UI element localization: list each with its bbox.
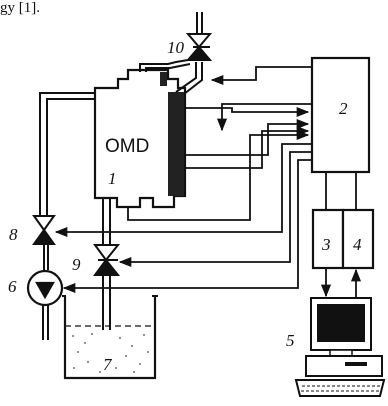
pump-inlet-pipe xyxy=(42,305,49,340)
left-bypass-pipe xyxy=(39,92,95,216)
omd-shading xyxy=(168,92,184,196)
caption-fragment: gy [1]. xyxy=(0,0,40,16)
label-10: 10 xyxy=(167,38,185,57)
label-8: 8 xyxy=(9,225,18,244)
label-2: 2 xyxy=(339,99,348,118)
valve-10 xyxy=(185,12,213,61)
modules-3-4 xyxy=(311,208,375,270)
label-1: 1 xyxy=(108,169,117,188)
controller-2 xyxy=(310,56,371,174)
pump-6 xyxy=(26,269,64,307)
label-6: 6 xyxy=(8,277,17,296)
label-7: 7 xyxy=(103,355,113,374)
top-pipe xyxy=(139,59,203,95)
label-9: 9 xyxy=(72,255,81,274)
label-4: 4 xyxy=(353,235,362,254)
computer-5 xyxy=(294,297,386,397)
signal-lines xyxy=(54,66,312,294)
tank-liquid-dots xyxy=(72,333,149,373)
valve-8 xyxy=(32,215,56,270)
outlet-pipe xyxy=(102,198,111,330)
modules-to-computer-arrows xyxy=(320,268,362,298)
label-3: 3 xyxy=(321,235,331,254)
label-5: 5 xyxy=(286,331,295,350)
valve-9 xyxy=(93,244,121,276)
label-omd: OMD xyxy=(105,136,149,157)
omd-shading-top xyxy=(160,72,167,86)
omd-device xyxy=(93,68,187,209)
controller-to-modules-lines xyxy=(325,172,357,210)
